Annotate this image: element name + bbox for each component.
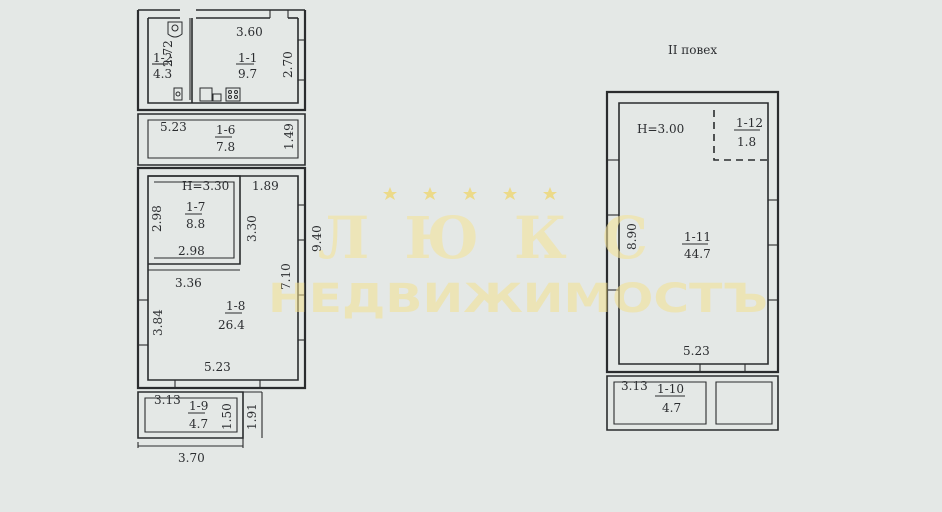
dim-3-70: 3.70 bbox=[178, 451, 205, 465]
stove-icon bbox=[225, 87, 241, 102]
room-1-11-area: 44.7 bbox=[684, 247, 711, 261]
dim-1-91: 1.91 bbox=[245, 403, 259, 430]
room-1-8-id: 1-8 bbox=[226, 299, 245, 313]
room-1-10-id: 1-10 bbox=[657, 382, 684, 396]
room-1-1-area: 9.7 bbox=[238, 67, 257, 81]
room-1-11-id: 1-11 bbox=[684, 230, 711, 244]
room-1-2-area: 4.3 bbox=[153, 67, 172, 81]
room-1-10-area: 4.7 bbox=[662, 401, 681, 415]
room-1-6-area: 7.8 bbox=[216, 140, 235, 154]
dim-1-50: 1.50 bbox=[220, 403, 234, 430]
sink-icon bbox=[173, 87, 183, 101]
height-3-00: H=3.00 bbox=[637, 122, 684, 136]
room-1-6-id: 1-6 bbox=[216, 123, 235, 137]
dim-2-98-vertical: 2.98 bbox=[150, 205, 164, 232]
dim-5-23: 5.23 bbox=[683, 344, 710, 358]
dim-3-36: 3.36 bbox=[175, 276, 202, 290]
dim-5-23-bottom: 5.23 bbox=[204, 360, 231, 374]
height-3-30: H=3.30 bbox=[182, 179, 229, 193]
room-1-9-area: 4.7 bbox=[189, 417, 208, 431]
dim-3-60: 3.60 bbox=[236, 25, 263, 39]
dim-2-72: 2.72 bbox=[161, 40, 175, 67]
dim-5-23-top: 5.23 bbox=[160, 120, 187, 134]
watermark-stars bbox=[383, 187, 557, 200]
dim-3-30-vertical: 3.30 bbox=[245, 215, 259, 242]
room-1-1-id: 1-1 bbox=[238, 51, 257, 65]
floor-2-walls bbox=[605, 90, 780, 431]
watermark-line2: НЕДВИЖИМОСТЪ bbox=[268, 276, 768, 322]
dim-7-10: 7.10 bbox=[279, 263, 293, 290]
room-1-7-id: 1-7 bbox=[186, 200, 205, 214]
toilet-icon bbox=[167, 21, 183, 38]
watermark-line1: Л Ю К С bbox=[318, 204, 648, 272]
dim-3-13: 3.13 bbox=[154, 393, 181, 407]
room-1-12-area: 1.8 bbox=[737, 135, 756, 149]
dim-3-13-floor2: 3.13 bbox=[621, 379, 648, 393]
dim-9-40: 9.40 bbox=[310, 225, 324, 252]
room-1-8-area: 26.4 bbox=[218, 318, 245, 332]
floor-2-label: II повех bbox=[668, 43, 717, 57]
floor-1-plan: 1-2 4.3 1-1 9.7 1-6 7.8 1-7 8.8 1-8 26.4… bbox=[136, 9, 324, 465]
dim-3-84: 3.84 bbox=[151, 309, 165, 336]
floor-1-walls bbox=[136, 9, 307, 448]
room-1-9-id: 1-9 bbox=[189, 399, 208, 413]
room-1-7-area: 8.8 bbox=[186, 217, 205, 231]
dim-2-70: 2.70 bbox=[281, 51, 295, 78]
dim-1-49: 1.49 bbox=[282, 123, 296, 150]
kitchen-sink-icon bbox=[199, 87, 222, 102]
room-1-2-id: 1-2 bbox=[153, 51, 172, 65]
dim-1-89: 1.89 bbox=[252, 179, 279, 193]
dim-2-98-horizontal: 2.98 bbox=[178, 244, 205, 258]
dim-8-90: 8.90 bbox=[625, 223, 639, 250]
floor-2-plan: II повех H=3.00 1-12 1.8 1-11 bbox=[605, 43, 780, 431]
room-1-12-id: 1-12 bbox=[736, 116, 763, 130]
